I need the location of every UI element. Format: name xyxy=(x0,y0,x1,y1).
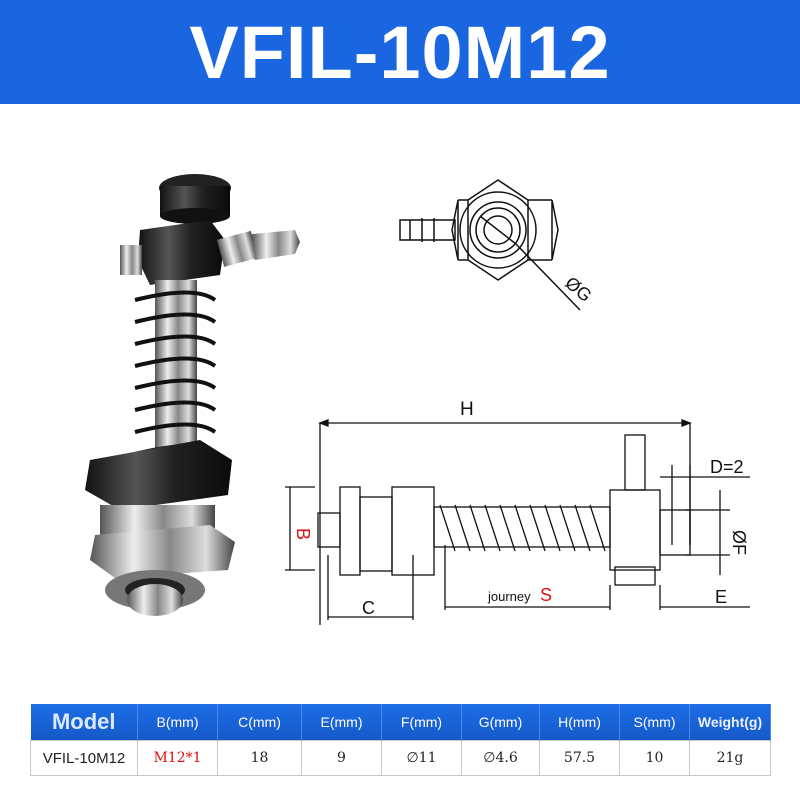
page-title: VFIL-10M12 xyxy=(189,10,611,94)
journey-label: journey xyxy=(487,589,531,604)
header-h: H(mm) xyxy=(539,704,620,741)
header-s: S(mm) xyxy=(619,704,690,741)
cell-weight: 21g xyxy=(689,740,771,776)
product-photo xyxy=(85,174,300,616)
cell-c: 18 xyxy=(217,740,302,776)
header-model: Model xyxy=(30,704,138,741)
cell-model: VFIL-10M12 xyxy=(30,740,138,776)
cell-g: ∅4.6 xyxy=(461,740,540,776)
cell-e: 9 xyxy=(301,740,382,776)
side-view-drawing: H D=2 ØF E B C journey S xyxy=(285,399,750,625)
cell-f: ∅11 xyxy=(381,740,462,776)
s-dim-label: S xyxy=(540,585,552,605)
header-e: E(mm) xyxy=(301,704,382,741)
header-c: C(mm) xyxy=(217,704,302,741)
header-b: B(mm) xyxy=(137,704,218,741)
cell-b: M12*1 xyxy=(137,740,218,776)
g-dim-label: ØG xyxy=(561,273,595,306)
title-banner: VFIL-10M12 xyxy=(0,0,800,104)
b-dim-label: B xyxy=(293,528,313,540)
table-row: VFIL-10M12 M12*1 18 9 ∅11 ∅4.6 57.5 10 2… xyxy=(30,740,771,776)
e-dim-label: E xyxy=(715,587,727,607)
table-header-row: Model B(mm) C(mm) E(mm) F(mm) G(mm) H(mm… xyxy=(30,704,771,741)
f-dim-label: ØF xyxy=(729,530,749,555)
header-weight: Weight(g) xyxy=(689,704,771,741)
d-dim-label: D=2 xyxy=(710,457,744,477)
c-dim-label: C xyxy=(362,598,375,618)
cell-h: 57.5 xyxy=(539,740,620,776)
cell-s: 10 xyxy=(619,740,690,776)
h-dim-label: H xyxy=(460,399,474,420)
spec-table: Model B(mm) C(mm) E(mm) F(mm) G(mm) H(mm… xyxy=(30,704,771,776)
header-g: G(mm) xyxy=(461,704,540,741)
header-f: F(mm) xyxy=(381,704,462,741)
top-view-drawing: ØG xyxy=(399,179,596,311)
